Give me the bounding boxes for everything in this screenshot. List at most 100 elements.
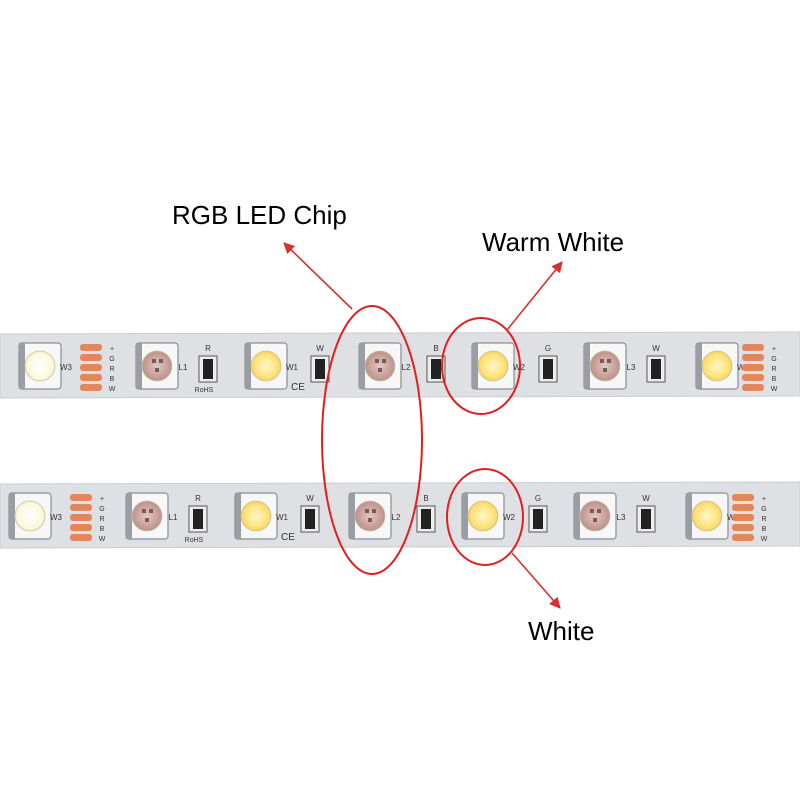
rgb-led-chip: L1 — [125, 492, 178, 540]
rgb-die — [603, 368, 607, 372]
resistor: W — [310, 344, 330, 383]
rgb-die — [368, 518, 372, 522]
resistor-label: R — [195, 494, 201, 503]
pad-letter: + — [100, 496, 104, 503]
resistor-label: B — [423, 494, 428, 503]
solder-pad — [80, 344, 102, 351]
led-lens — [467, 500, 499, 532]
pad-letter: B — [100, 526, 105, 533]
pad-letter: + — [772, 346, 776, 353]
chip-contact-left — [359, 343, 365, 389]
rgb-die — [142, 509, 146, 513]
led-lens — [691, 500, 723, 532]
chip-label: W2 — [503, 513, 516, 522]
led-lens — [131, 500, 163, 532]
pad-letter: G — [771, 356, 776, 363]
rgb-die — [149, 509, 153, 513]
rgb-led-chip: L3 — [573, 492, 626, 540]
pad-letter: G — [99, 506, 104, 513]
resistor-label: W — [316, 344, 324, 353]
resistor: B — [426, 344, 446, 383]
chip-label: L2 — [392, 513, 401, 522]
led-lens — [477, 350, 509, 382]
chip-contact-left — [462, 493, 468, 539]
solder-pad — [742, 384, 764, 391]
pad-letter: R — [761, 516, 766, 523]
resistor-body — [193, 509, 203, 529]
rgb-die — [590, 509, 594, 513]
rgb-die — [372, 509, 376, 513]
rgb-die — [382, 359, 386, 363]
rgb-die — [155, 368, 159, 372]
led-lens — [364, 350, 396, 382]
solder-pad — [80, 364, 102, 371]
resistor-body — [641, 509, 651, 529]
pad-letter: W — [99, 536, 106, 543]
resistor-body — [421, 509, 431, 529]
pad-letter: B — [110, 376, 115, 383]
ce-mark: CE — [291, 382, 305, 393]
chip-contact-left — [19, 343, 25, 389]
solder-pad — [732, 534, 754, 541]
resistor: R — [198, 344, 218, 383]
rgb-die — [597, 509, 601, 513]
rohs-mark: RoHS — [185, 537, 204, 544]
resistor-body — [651, 359, 661, 379]
pad-letter: B — [762, 526, 767, 533]
rgb-chip-highlight-circle — [321, 305, 423, 575]
warm-led-chip: W3 — [695, 342, 750, 390]
chip-contact-left — [574, 493, 580, 539]
rgb-die — [600, 359, 604, 363]
resistor: W — [300, 494, 320, 533]
white-highlight-circle — [446, 468, 524, 566]
solder-pad — [742, 374, 764, 381]
chip-contact-left — [245, 343, 251, 389]
solder-pad — [80, 384, 102, 391]
resistor: B — [416, 494, 436, 533]
rgb-die — [152, 359, 156, 363]
white-led-chip: W3 — [18, 342, 73, 390]
solder-pad — [742, 364, 764, 371]
led-lens — [24, 350, 56, 382]
chip-label: L3 — [627, 363, 636, 372]
resistor-label: W — [306, 494, 314, 503]
resistor-body — [543, 359, 553, 379]
white-arrow — [511, 552, 561, 609]
resistor-body — [533, 509, 543, 529]
solder-pad — [70, 494, 92, 501]
white-led-chip: W3 — [8, 492, 63, 540]
chip-label: W1 — [276, 513, 289, 522]
rgb-led-chip: L2 — [348, 492, 401, 540]
led-lens — [14, 500, 46, 532]
chip-contact-left — [584, 343, 590, 389]
solder-pad — [732, 494, 754, 501]
rgb-led-chip: L1 — [135, 342, 188, 390]
resistor: G — [538, 344, 558, 383]
solder-pad — [732, 504, 754, 511]
warm-led-chip: W2 — [461, 492, 516, 540]
chip-contact-left — [235, 493, 241, 539]
rgb-led-chip-label: RGB LED Chip — [172, 200, 347, 230]
solder-pad — [80, 374, 102, 381]
warm-led-chip: W1 — [244, 342, 299, 390]
warm-white-label: Warm White — [482, 227, 625, 257]
led-lens — [141, 350, 173, 382]
resistor-body — [315, 359, 325, 379]
chip-contact-left — [136, 343, 142, 389]
resistor: W — [646, 344, 666, 383]
chip-label: W1 — [286, 363, 299, 372]
resistor-body — [431, 359, 441, 379]
pad-letter: R — [99, 516, 104, 523]
pad-letter: W — [109, 386, 116, 393]
chip-label: L3 — [617, 513, 626, 522]
chip-label: L1 — [169, 513, 178, 522]
resistor: G — [528, 494, 548, 533]
resistor-label: W — [652, 344, 660, 353]
warm-white-highlight-circle — [441, 317, 521, 415]
pad-letter: W — [771, 386, 778, 393]
resistor: R — [188, 494, 208, 533]
solder-pad — [732, 514, 754, 521]
